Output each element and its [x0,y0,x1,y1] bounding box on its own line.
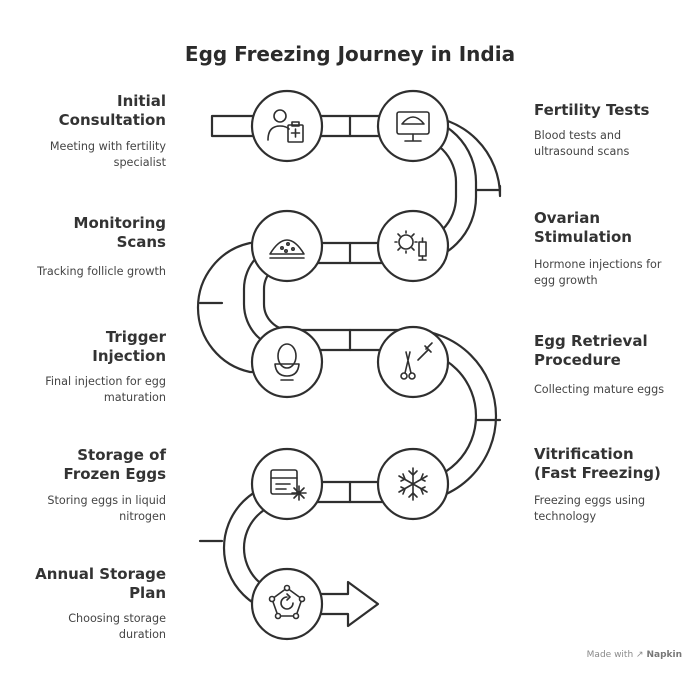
step-title-line: Initial [117,92,166,110]
step-desc-egg-retrieval: Collecting mature eggs [534,382,700,398]
step-title-line: Vitrification [534,445,634,463]
step-title-ovarian-stimulation: Ovarian Stimulation [534,209,694,247]
path-outer-curve-left-mid [196,241,264,374]
ultrasound-monitor-icon [396,111,430,142]
step-title-line: Ovarian [534,209,600,227]
cryo-storage-icon [270,469,307,501]
step-title-line: Egg Retrieval [534,332,648,350]
step-title-line: Annual Storage [35,565,166,583]
step-title-line: Plan [129,584,166,602]
step-title-storage-frozen-eggs: Storage of Frozen Eggs [6,446,166,484]
step-title-line: Storage of [77,446,166,464]
step-desc-line: Tracking follicle growth [37,265,166,278]
step-circle-egg-retrieval [376,325,450,399]
snowflake-icon [398,467,428,501]
step-desc-line: Blood tests and [534,129,622,142]
napkin-brand-label: Napkin [646,650,682,660]
step-title-line: Monitoring [73,214,166,232]
step-desc-line: duration [118,628,166,641]
step-desc-line: maturation [103,391,166,404]
step-title-line: Fertility Tests [534,101,650,119]
step-desc-line: Final injection for egg [45,375,166,388]
step-desc-storage-frozen-eggs: Storing eggs in liquid nitrogen [0,493,166,525]
step-title-annual-storage-plan: Annual Storage Plan [6,565,166,603]
step-circle-fertility-tests [376,89,450,163]
step-title-egg-retrieval: Egg Retrieval Procedure [534,332,694,370]
step-desc-line: egg growth [534,274,598,287]
made-with-napkin-badge[interactable]: Made with ↗ Napkin [587,650,682,660]
step-desc-line: technology [534,510,597,523]
step-title-monitoring-scans: Monitoring Scans [6,214,166,252]
step-desc-monitoring-scans: Tracking follicle growth [0,264,166,280]
step-desc-annual-storage-plan: Choosing storage duration [0,611,166,643]
step-desc-trigger-injection: Final injection for egg maturation [0,374,166,406]
step-desc-line: Storing eggs in liquid [47,494,166,507]
step-desc-ovarian-stimulation: Hormone injections for egg growth [534,257,700,289]
step-title-line: Procedure [534,351,621,369]
doctor-clipboard-icon [267,109,304,143]
step-title-initial-consultation: Initial Consultation [6,92,166,130]
step-circle-trigger-injection [250,325,324,399]
diagram-title: Egg Freezing Journey in India [184,42,516,66]
retrieval-tools-icon [400,342,433,380]
path-band-row5 [288,580,380,628]
step-title-line: Injection [92,347,166,365]
step-desc-fertility-tests: Blood tests and ultrasound scans [534,128,700,160]
step-title-line: Consultation [58,111,166,129]
step-desc-line: Choosing storage [68,612,166,625]
step-desc-line: Hormone injections for [534,258,662,271]
step-desc-line: specialist [113,156,166,169]
step-desc-initial-consultation: Meeting with fertility specialist [0,139,166,171]
step-title-fertility-tests: Fertility Tests [534,101,694,120]
step-circle-initial-consultation [250,89,324,163]
step-desc-line: Collecting mature eggs [534,383,665,396]
step-desc-line: nitrogen [119,510,166,523]
step-desc-vitrification: Freezing eggs using technology [534,493,700,525]
step-circle-annual-storage-plan [250,567,324,641]
step-desc-line: ultrasound scans [534,145,630,158]
follicle-scan-icon [269,239,305,259]
step-desc-line: Meeting with fertility [49,140,166,153]
step-title-line: (Fast Freezing) [534,464,661,482]
napkin-logo-icon: ↗ [636,650,644,660]
egg-cup-icon [274,343,300,381]
step-desc-line: Freezing eggs using [534,494,646,507]
step-title-line: Stimulation [534,228,632,246]
step-title-line: Scans [116,233,166,251]
step-title-line: Trigger [105,328,166,346]
step-circle-monitoring-scans [250,209,324,283]
step-title-line: Frozen Eggs [63,465,166,483]
hormone-syringe-icon [394,230,427,261]
step-title-trigger-injection: Trigger Injection [6,328,166,366]
step-circle-ovarian-stimulation [376,209,450,283]
step-title-vitrification: Vitrification (Fast Freezing) [534,445,694,483]
renewal-cycle-icon [268,584,306,620]
made-with-label: Made with [586,650,634,660]
